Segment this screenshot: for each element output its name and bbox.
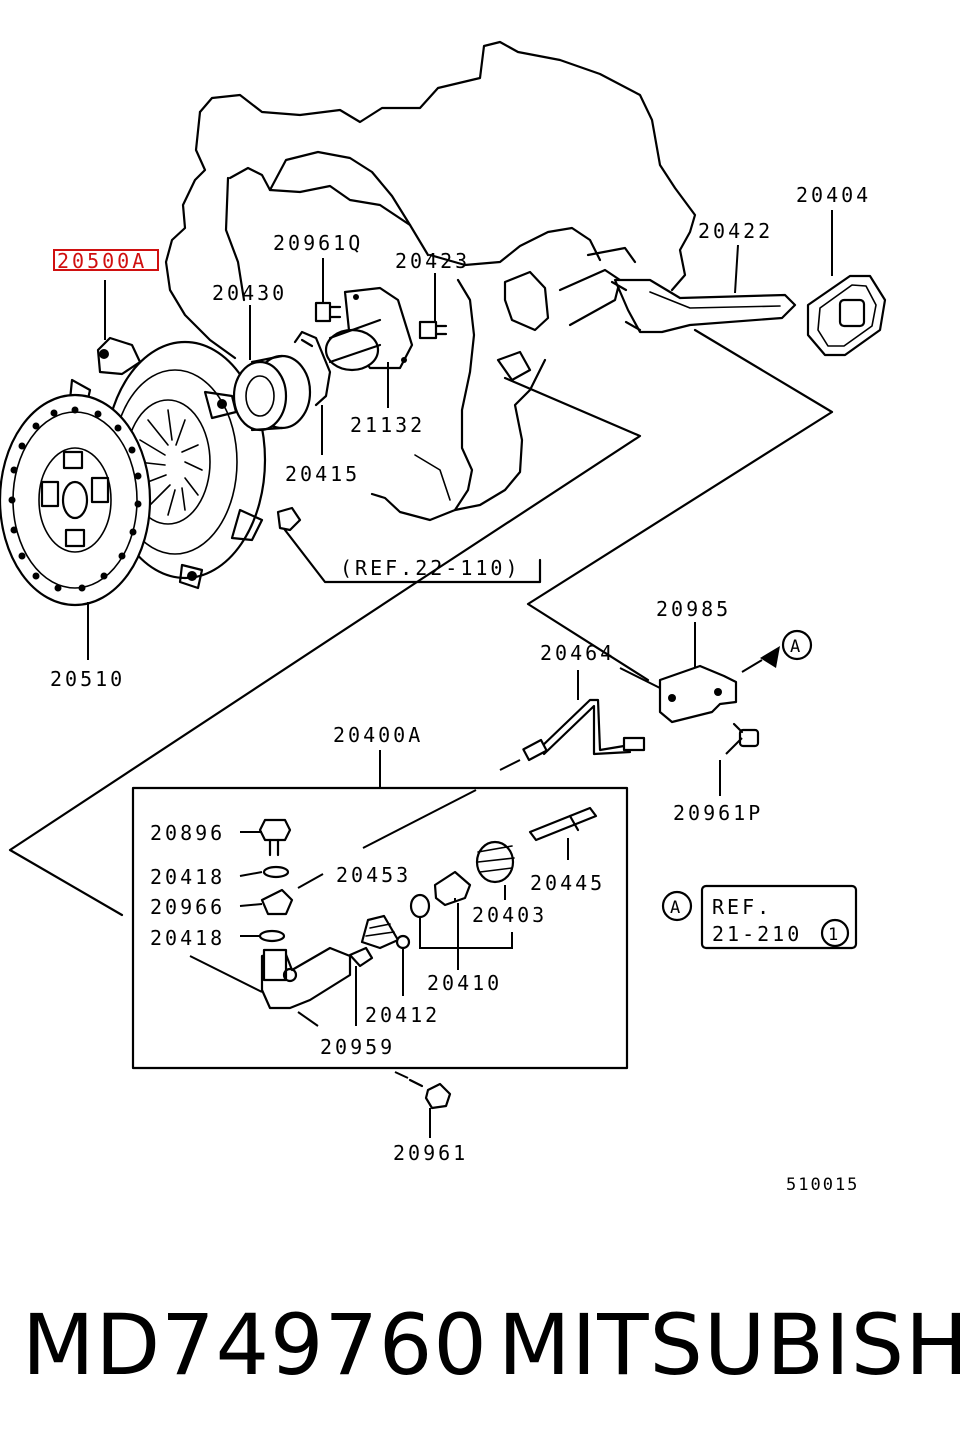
label-leader-lines [87,210,833,1138]
union-bolt-drawing [260,888,294,916]
label-20415[interactable]: 20415 [285,462,360,486]
label-20985[interactable]: 20985 [656,597,731,621]
snap-ring-drawing [395,934,411,950]
washer-upper-drawing [262,865,290,879]
ref-A-marker-letter: A [670,898,682,918]
label-20961P[interactable]: 20961P [673,801,763,825]
dust-boot-drawing [360,914,400,950]
ref-box-circle [820,918,850,948]
pipe-bracket-drawing [658,664,738,724]
label-20961[interactable]: 20961 [393,1141,468,1165]
transmission-housing-drawing [164,40,697,522]
brand-name: MITSUBISHI [498,1296,960,1394]
label-20418-upper[interactable]: 20418 [150,865,225,889]
label-20959[interactable]: 20959 [320,1035,395,1059]
label-20453[interactable]: 20453 [336,863,411,887]
reference-leader-lines [8,328,834,917]
label-20500A[interactable]: 20500A [57,249,147,273]
bleeder-bolt-drawing [258,818,292,857]
label-20510[interactable]: 20510 [50,667,125,691]
label-20400A[interactable]: 20400A [333,723,423,747]
release-fork-drawing [610,278,797,334]
label-20430[interactable]: 20430 [212,281,287,305]
fork-boot-drawing [806,274,887,357]
label-20445[interactable]: 20445 [530,871,605,895]
label-ref-22-110[interactable]: (REF.22-110) [340,556,521,580]
label-20423[interactable]: 20423 [395,249,470,273]
highlight-box [53,249,159,271]
clutch-pipe-drawing [522,698,646,762]
ref-A-circle-letter: A [790,637,802,657]
push-rod-drawing [528,806,598,842]
ref-box-line2[interactable]: 21-210 [712,922,802,946]
bolt-20961Q-drawing [314,301,342,323]
label-20422[interactable]: 20422 [698,219,773,243]
clip-drawing [293,330,332,407]
arrow-to-A-drawing [741,646,780,673]
label-20464[interactable]: 20464 [540,641,615,665]
repair-kit-parts-drawing [409,840,515,919]
label-20961Q[interactable]: 20961Q [273,231,363,255]
release-bearing-drawing [232,354,312,432]
ref-A-circle [781,629,813,661]
diagram-code: 510015 [786,1175,859,1195]
label-20418-lower[interactable]: 20418 [150,926,225,950]
bleeder-screw-drawing [348,946,374,968]
label-20412[interactable]: 20412 [365,1003,440,1027]
washer-lower-drawing [258,929,286,943]
label-20896[interactable]: 20896 [150,821,225,845]
clutch-disc-drawing [0,393,152,607]
exploded-parts-diagram: 20500A 20510 20430 20961Q 20423 20422 20… [0,40,887,1195]
part-number: MD749760 [22,1296,488,1394]
pin-drawing [276,506,302,532]
slave-cylinder-drawing [260,946,352,1010]
ref-box [700,884,858,950]
bearing-guide-drawing [324,286,414,372]
bolt-20961-drawing [408,1078,452,1110]
bolt-20961P-drawing [732,722,760,748]
label-20404[interactable]: 20404 [796,183,871,207]
ref-box-circle-number: 1 [828,925,840,945]
footer: MD749760 MITSUBISHI [0,1285,960,1405]
ref-A-marker-circle [661,890,693,922]
bolt-20423-drawing [418,320,448,340]
label-20410[interactable]: 20410 [427,971,502,995]
label-20403[interactable]: 20403 [472,903,547,927]
label-21132[interactable]: 21132 [350,413,425,437]
label-20966[interactable]: 20966 [150,895,225,919]
ref-box-line1[interactable]: REF. [712,895,772,919]
